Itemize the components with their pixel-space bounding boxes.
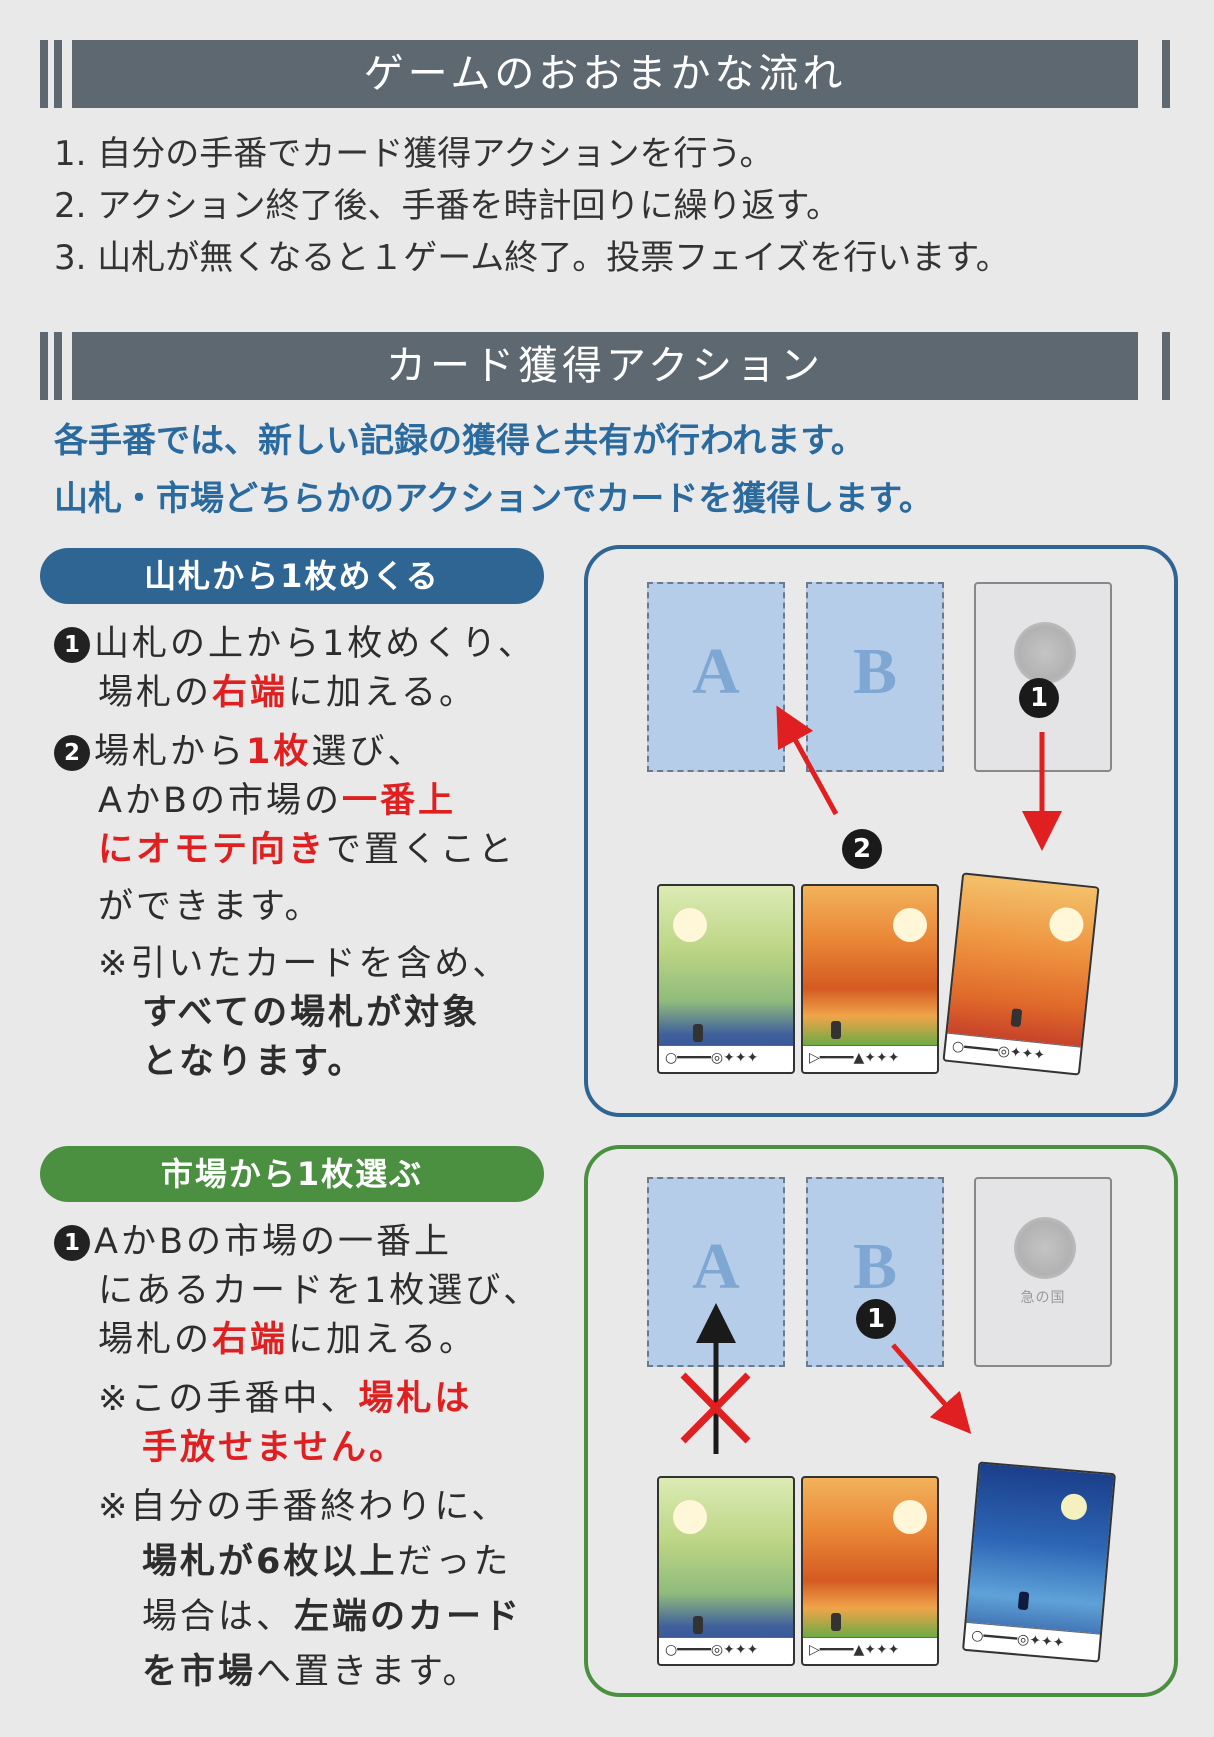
step-marker-1: 1 [856,1299,896,1339]
flow-step-3: 3. 山札が無くなると１ゲーム終了。投票フェイズを行います。 [54,238,1010,278]
deck-note-line-a: ※引いたカードを含め、 [98,944,511,984]
flow-banner: ゲームのおおまかな流れ [40,40,1170,108]
market-note2-line-a: ※自分の手番終わりに、 [98,1487,510,1527]
market-note2-line-b: 場札が6枚以上だった [142,1542,512,1582]
banner-left-edge [40,332,48,400]
action-banner: カード獲得アクション [40,332,1170,400]
flow-steps: 1. 自分の手番でカード獲得アクションを行う。 2. アクション終了後、手番を時… [54,128,1010,284]
flow-step-1: 1. 自分の手番でカード獲得アクションを行う。 [54,134,774,174]
banner-right-edge [1162,40,1170,108]
step-marker-1: 1 [54,1225,90,1261]
market-note2-line-c: 場合は、左端のカード [142,1597,523,1637]
market-slot-a: A [647,1177,785,1367]
banner-right-edge [1162,332,1170,400]
tableau-card-sunset-tree: ▷━━━━▲✦✦✦ [801,884,939,1074]
arrow-tableau-to-market [776,705,839,816]
flow-title: ゲームのおおまかな流れ [363,51,847,97]
step-marker-2: 2 [54,735,90,771]
market-pick-diagram: A B 急の国 1 ○━━━━◎✦✦✦ ▷━━━━▲✦✦✦ ○━━━━◎✦✦✦ [584,1145,1178,1697]
action-lead-line-1: 各手番では、新しい記録の獲得と共有が行われます。 [54,421,865,461]
step-marker-1: 1 [54,627,90,663]
deck-logo: 急の国 [1020,1290,1066,1306]
market-step1-line-c: 場札の右端に加える。 [98,1320,477,1360]
deck-step2-line-d: ができます。 [98,887,323,927]
market-note1-line-a: ※この手番中、場札は [98,1379,473,1419]
action-lead-line-2: 山札・市場どちらかのアクションでカードを獲得します。 [54,479,933,519]
market-step1-line-b: にあるカードを1枚選び、 [98,1271,542,1311]
arrow-market-to-tableau [891,1343,972,1435]
banner-left-edge [40,40,48,108]
banner-bar [72,332,1138,400]
market-note2-line-d: を市場へ置きます。 [142,1652,481,1692]
tableau-card-sunset-tree: ▷━━━━▲✦✦✦ [801,1476,939,1666]
tree-emblem-icon [1014,622,1076,684]
banner-left-edge-2 [54,40,62,108]
action-lead: 各手番では、新しい記録の獲得と共有が行われます。 山札・市場どちらかのアクション… [54,412,933,528]
banner-bar [72,40,1138,108]
action-title: カード獲得アクション [386,343,824,389]
market-slot-b: B [806,582,944,772]
tableau-card-lighthouse: ○━━━━◎✦✦✦ [657,884,795,1074]
banner-left-edge-2 [54,332,62,400]
tree-emblem-icon [1014,1217,1076,1279]
deck-step2-line-b: AかBの市場の一番上 [98,781,456,821]
step-marker-2: 2 [842,829,882,869]
deck-draw-diagram: A B 1 2 ○━━━━◎✦✦✦ ▷━━━━▲✦✦✦ ○━━━━◎✦✦✦ [584,545,1178,1117]
market-note1-line-b: 手放せません。 [142,1428,407,1468]
deck-note-line-c: となります。 [142,1042,366,1082]
step-marker-1: 1 [1019,678,1059,718]
deck-draw-arrows [776,705,1062,851]
deck-step2-line-c: にオモテ向きで置くこと [98,830,517,870]
flow-step-2: 2. アクション終了後、手番を時計回りに繰り返す。 [54,186,841,226]
deck-note-line-b: すべての場札が対象 [142,993,481,1033]
tableau-card-lighthouse: ○━━━━◎✦✦✦ [657,1476,795,1666]
deck-draw-heading: 山札から1枚めくる [40,548,544,604]
market-pick-arrows [680,1303,972,1454]
market-pick-heading: 市場から1枚選ぶ [40,1146,544,1202]
deck-step1-line-b: 場札の右端に加える。 [98,673,477,713]
market-slot-a: A [647,582,785,772]
draw-deck: 急の国 [974,1177,1112,1367]
cross-mark-b [680,1372,751,1444]
